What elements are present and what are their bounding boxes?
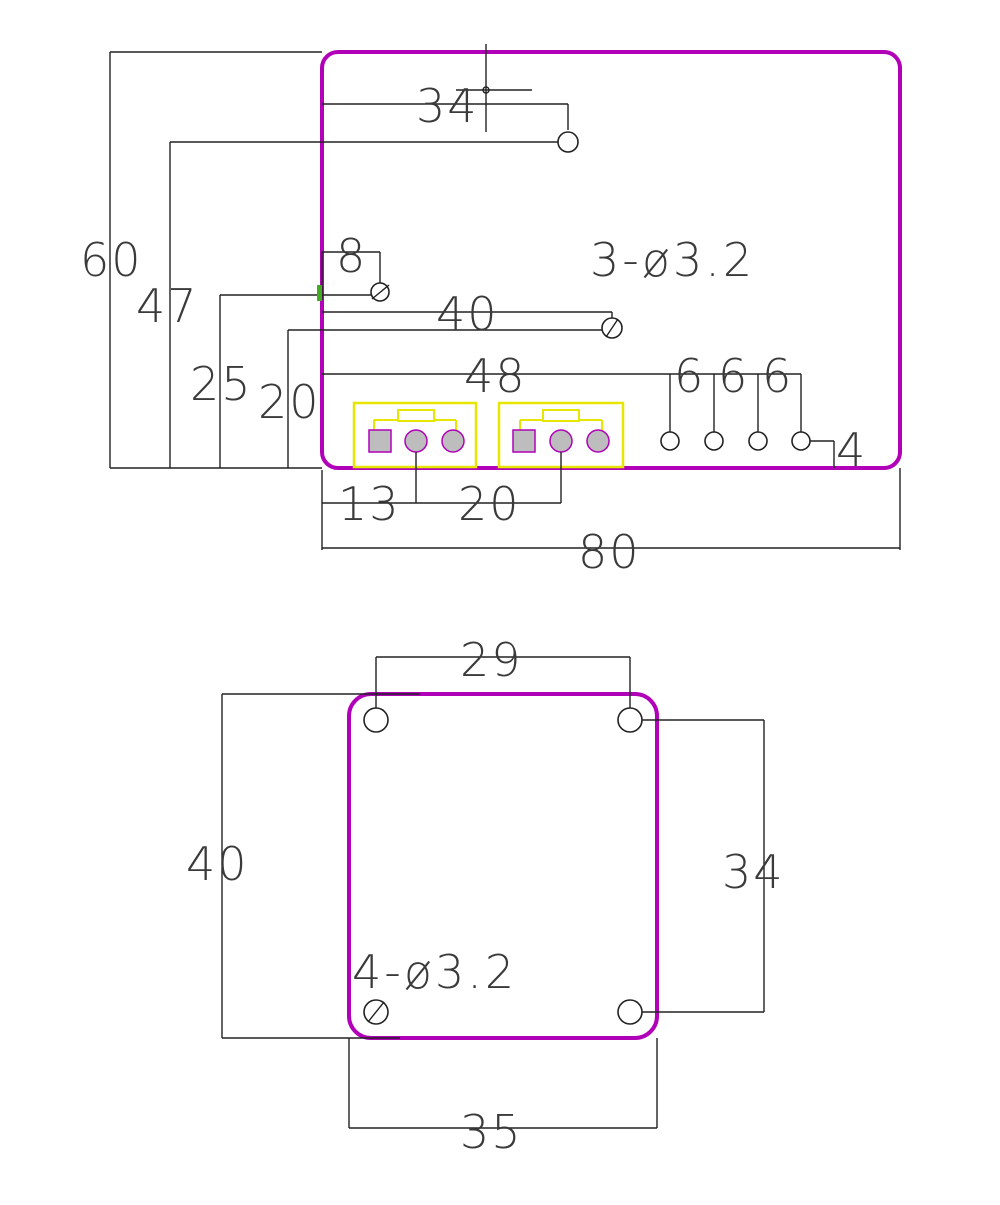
connector-1 bbox=[352, 401, 478, 469]
dim-hole-span-y-label: 34 bbox=[722, 845, 785, 899]
top-hole-note: 3-ø3.2 bbox=[590, 233, 755, 287]
dim-hole1-height-label: 47 bbox=[136, 279, 199, 333]
dim-conn-offset-label: 13 bbox=[338, 477, 401, 531]
dim-pad-pitch-1: 6 bbox=[674, 349, 705, 403]
connector-2-pin-square bbox=[512, 429, 536, 453]
dim-connector-pitch: 20 bbox=[416, 452, 562, 531]
dim-hole2-x-label: 8 bbox=[336, 229, 367, 283]
dim-hole3-height: 20 bbox=[258, 329, 612, 468]
dim-conn-pitch-label: 20 bbox=[458, 477, 521, 531]
bottom-hole-br-icon bbox=[617, 999, 643, 1025]
dim-hole3-height-label: 20 bbox=[258, 375, 321, 429]
bottom-board: 29 40 34 35 4-ø3 bbox=[186, 633, 785, 1159]
mount-hole-2-icon bbox=[317, 282, 390, 302]
connector-2-pin-round bbox=[586, 429, 610, 453]
dim-hole3-x: 40 bbox=[322, 287, 613, 341]
dim-hole1-height: 47 bbox=[136, 141, 560, 468]
dim-overall-height: 60 bbox=[80, 51, 322, 469]
dim-connector-offset: 13 bbox=[321, 452, 417, 550]
dim-hole2-height: 25 bbox=[190, 294, 380, 468]
dim-pad-pitch-3: 6 bbox=[762, 349, 793, 403]
dim-hole1-x-label: 34 bbox=[416, 79, 479, 133]
pad-3-icon bbox=[748, 431, 768, 451]
bottom-hole-bl-icon bbox=[363, 999, 389, 1025]
dim-bottom-width: 35 bbox=[348, 1038, 658, 1159]
connector-1-pin-round bbox=[404, 429, 428, 453]
bottom-hole-tr-icon bbox=[617, 707, 643, 733]
bottom-hole-note: 4-ø3.2 bbox=[352, 945, 517, 999]
dim-bottom-height-label: 40 bbox=[186, 837, 249, 891]
pad-1-icon bbox=[660, 431, 680, 451]
bottom-hole-tl-icon bbox=[363, 707, 389, 733]
dim-connector-row: 48 bbox=[322, 349, 670, 403]
top-board: 60 47 25 20 34 bbox=[80, 44, 902, 579]
dim-overall-width: 80 bbox=[322, 468, 901, 579]
mount-hole-1-icon bbox=[557, 131, 579, 153]
dim-overall-width-label: 80 bbox=[578, 525, 641, 579]
mount-hole-3-icon bbox=[601, 317, 623, 339]
dim-overall-height-label: 60 bbox=[80, 233, 143, 287]
dim-hole-span-x: 29 bbox=[375, 633, 631, 708]
connector-2-pin-round bbox=[549, 429, 573, 453]
dim-pad-offset: 4 bbox=[836, 423, 867, 477]
dim-bottom-width-label: 35 bbox=[460, 1105, 523, 1159]
dim-hole-span-y: 34 bbox=[640, 719, 785, 1013]
dim-hole2-height-label: 25 bbox=[190, 357, 253, 411]
pad-2-icon bbox=[704, 431, 724, 451]
pad-row: 6 6 6 4 bbox=[660, 349, 867, 477]
dim-pad-pitch-2: 6 bbox=[718, 349, 749, 403]
dim-hole-span-x-label: 29 bbox=[460, 633, 523, 687]
pad-4-icon bbox=[791, 431, 811, 451]
connector-1-pin-square bbox=[368, 429, 392, 453]
dim-hole1-x: 34 bbox=[322, 44, 569, 133]
connector-1-pin-round bbox=[441, 429, 465, 453]
dim-hole3-x-label: 40 bbox=[436, 287, 499, 341]
dim-bottom-height: 40 bbox=[186, 693, 420, 1039]
dim-connector-row-label: 48 bbox=[464, 349, 527, 403]
bottom-board-outline bbox=[347, 692, 659, 1040]
